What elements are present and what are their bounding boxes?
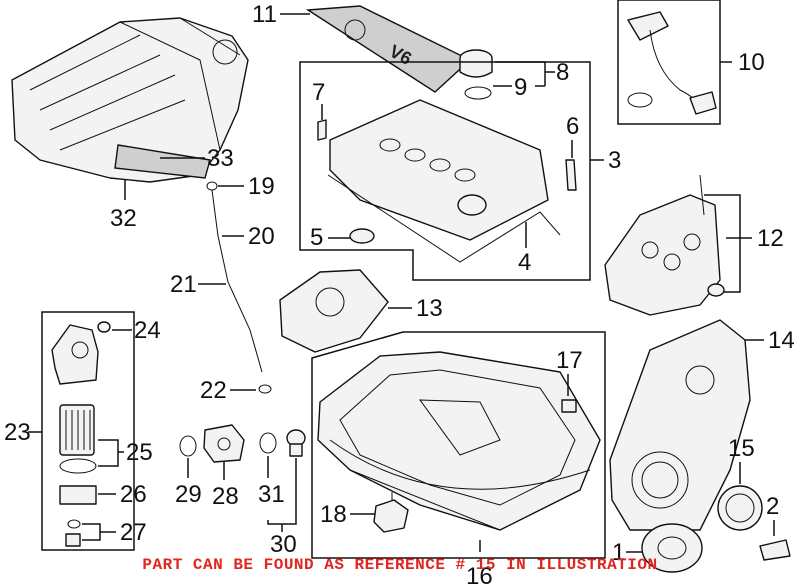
callout-22: 22 — [200, 377, 256, 404]
oil-filter-box — [41, 311, 135, 551]
svg-text:1: 1 — [612, 539, 625, 566]
svg-text:21: 21 — [170, 271, 197, 298]
svg-text:29: 29 — [175, 481, 202, 508]
svg-text:28: 28 — [212, 483, 239, 510]
breather-hose — [627, 11, 717, 115]
callout-7: 7 — [312, 79, 325, 120]
svg-text:12: 12 — [757, 225, 784, 252]
svg-text:33: 33 — [207, 145, 234, 172]
seal-31 — [259, 432, 277, 454]
svg-text:20: 20 — [248, 223, 275, 250]
callout-13: 13 — [388, 295, 443, 322]
svg-text:7: 7 — [312, 79, 325, 106]
oil-pan — [317, 351, 601, 531]
seal-29 — [179, 435, 197, 457]
callout-4: 4 — [518, 222, 531, 276]
svg-text:19: 19 — [248, 173, 275, 200]
svg-text:14: 14 — [768, 327, 795, 354]
valve-cover-box — [299, 61, 591, 281]
svg-text:27: 27 — [120, 519, 147, 546]
svg-text:5: 5 — [310, 224, 323, 251]
callout-3: 3 — [590, 147, 621, 174]
svg-text:9: 9 — [514, 74, 527, 101]
oil-sensor-28 — [203, 424, 245, 463]
callout-6: 6 — [566, 113, 579, 158]
callout-19: 19 — [218, 173, 275, 200]
crank-pulley-1 — [641, 523, 703, 573]
oil-dipstick — [206, 181, 272, 394]
svg-text:2: 2 — [766, 493, 779, 520]
callout-23: 23 — [4, 419, 42, 446]
callout-31: 31 — [258, 456, 285, 508]
callout-24: 24 — [112, 317, 161, 344]
crank-bolt-2 — [759, 539, 791, 561]
front-crank-seal-15 — [717, 485, 763, 531]
callout-27: 27 — [82, 519, 147, 546]
engine-cover: V6 — [305, 5, 472, 93]
svg-text:15: 15 — [728, 435, 755, 462]
reference-caption: PART CAN BE FOUND AS REFERENCE # 15 IN I… — [142, 556, 658, 574]
callout-15: 15 — [728, 435, 755, 484]
svg-text:26: 26 — [120, 481, 147, 508]
svg-text:4: 4 — [518, 249, 531, 276]
svg-text:24: 24 — [134, 317, 161, 344]
callout-12: 12 — [704, 194, 784, 293]
bolt-17 — [561, 399, 577, 413]
svg-text:32: 32 — [110, 205, 137, 232]
svg-text:25: 25 — [126, 439, 153, 466]
svg-text:22: 22 — [200, 377, 227, 404]
callout-9: 9 — [493, 74, 527, 101]
callout-32: 32 — [110, 180, 137, 232]
callout-17: 17 — [556, 347, 583, 396]
callout-10: 10 — [720, 49, 765, 76]
oil-filter-housing — [51, 321, 111, 547]
callout-28: 28 — [212, 462, 239, 510]
callout-20: 20 — [222, 223, 275, 250]
callout-18: 18 — [320, 501, 376, 528]
rear-seal-cover — [279, 269, 389, 353]
callout-30: 30 — [267, 458, 297, 558]
callout-25: 25 — [98, 439, 153, 467]
callout-16: 16 — [466, 540, 493, 584]
callout-2: 2 — [766, 493, 779, 536]
svg-text:3: 3 — [608, 147, 621, 174]
svg-text:10: 10 — [738, 49, 765, 76]
oil-filler-cap — [459, 49, 493, 100]
svg-text:6: 6 — [566, 113, 579, 140]
svg-text:17: 17 — [556, 347, 583, 374]
valve-cover — [317, 99, 577, 263]
callout-26: 26 — [98, 481, 147, 508]
svg-text:23: 23 — [4, 419, 31, 446]
callout-8: 8 — [495, 59, 569, 87]
timing-cover-lower — [609, 319, 751, 531]
svg-text:8: 8 — [556, 59, 569, 86]
oil-pan-box — [311, 331, 606, 559]
svg-text:18: 18 — [320, 501, 347, 528]
callout-1: 1 — [612, 539, 642, 566]
oil-level-sensor-18 — [373, 492, 409, 533]
callout-33: 33 — [160, 145, 234, 172]
svg-text:31: 31 — [258, 481, 285, 508]
svg-text:13: 13 — [416, 295, 443, 322]
drain-plug-30 — [286, 429, 306, 457]
intake-manifold — [11, 17, 249, 183]
callout-5: 5 — [310, 224, 350, 251]
svg-text:30: 30 — [270, 531, 297, 558]
callout-21: 21 — [170, 271, 226, 298]
callout-29: 29 — [175, 458, 202, 508]
callout-14: 14 — [745, 327, 795, 354]
svg-text:11: 11 — [252, 1, 277, 28]
callout-11: 11 — [252, 1, 310, 28]
timing-cover-upper — [604, 174, 725, 316]
svg-text:16: 16 — [466, 563, 493, 584]
